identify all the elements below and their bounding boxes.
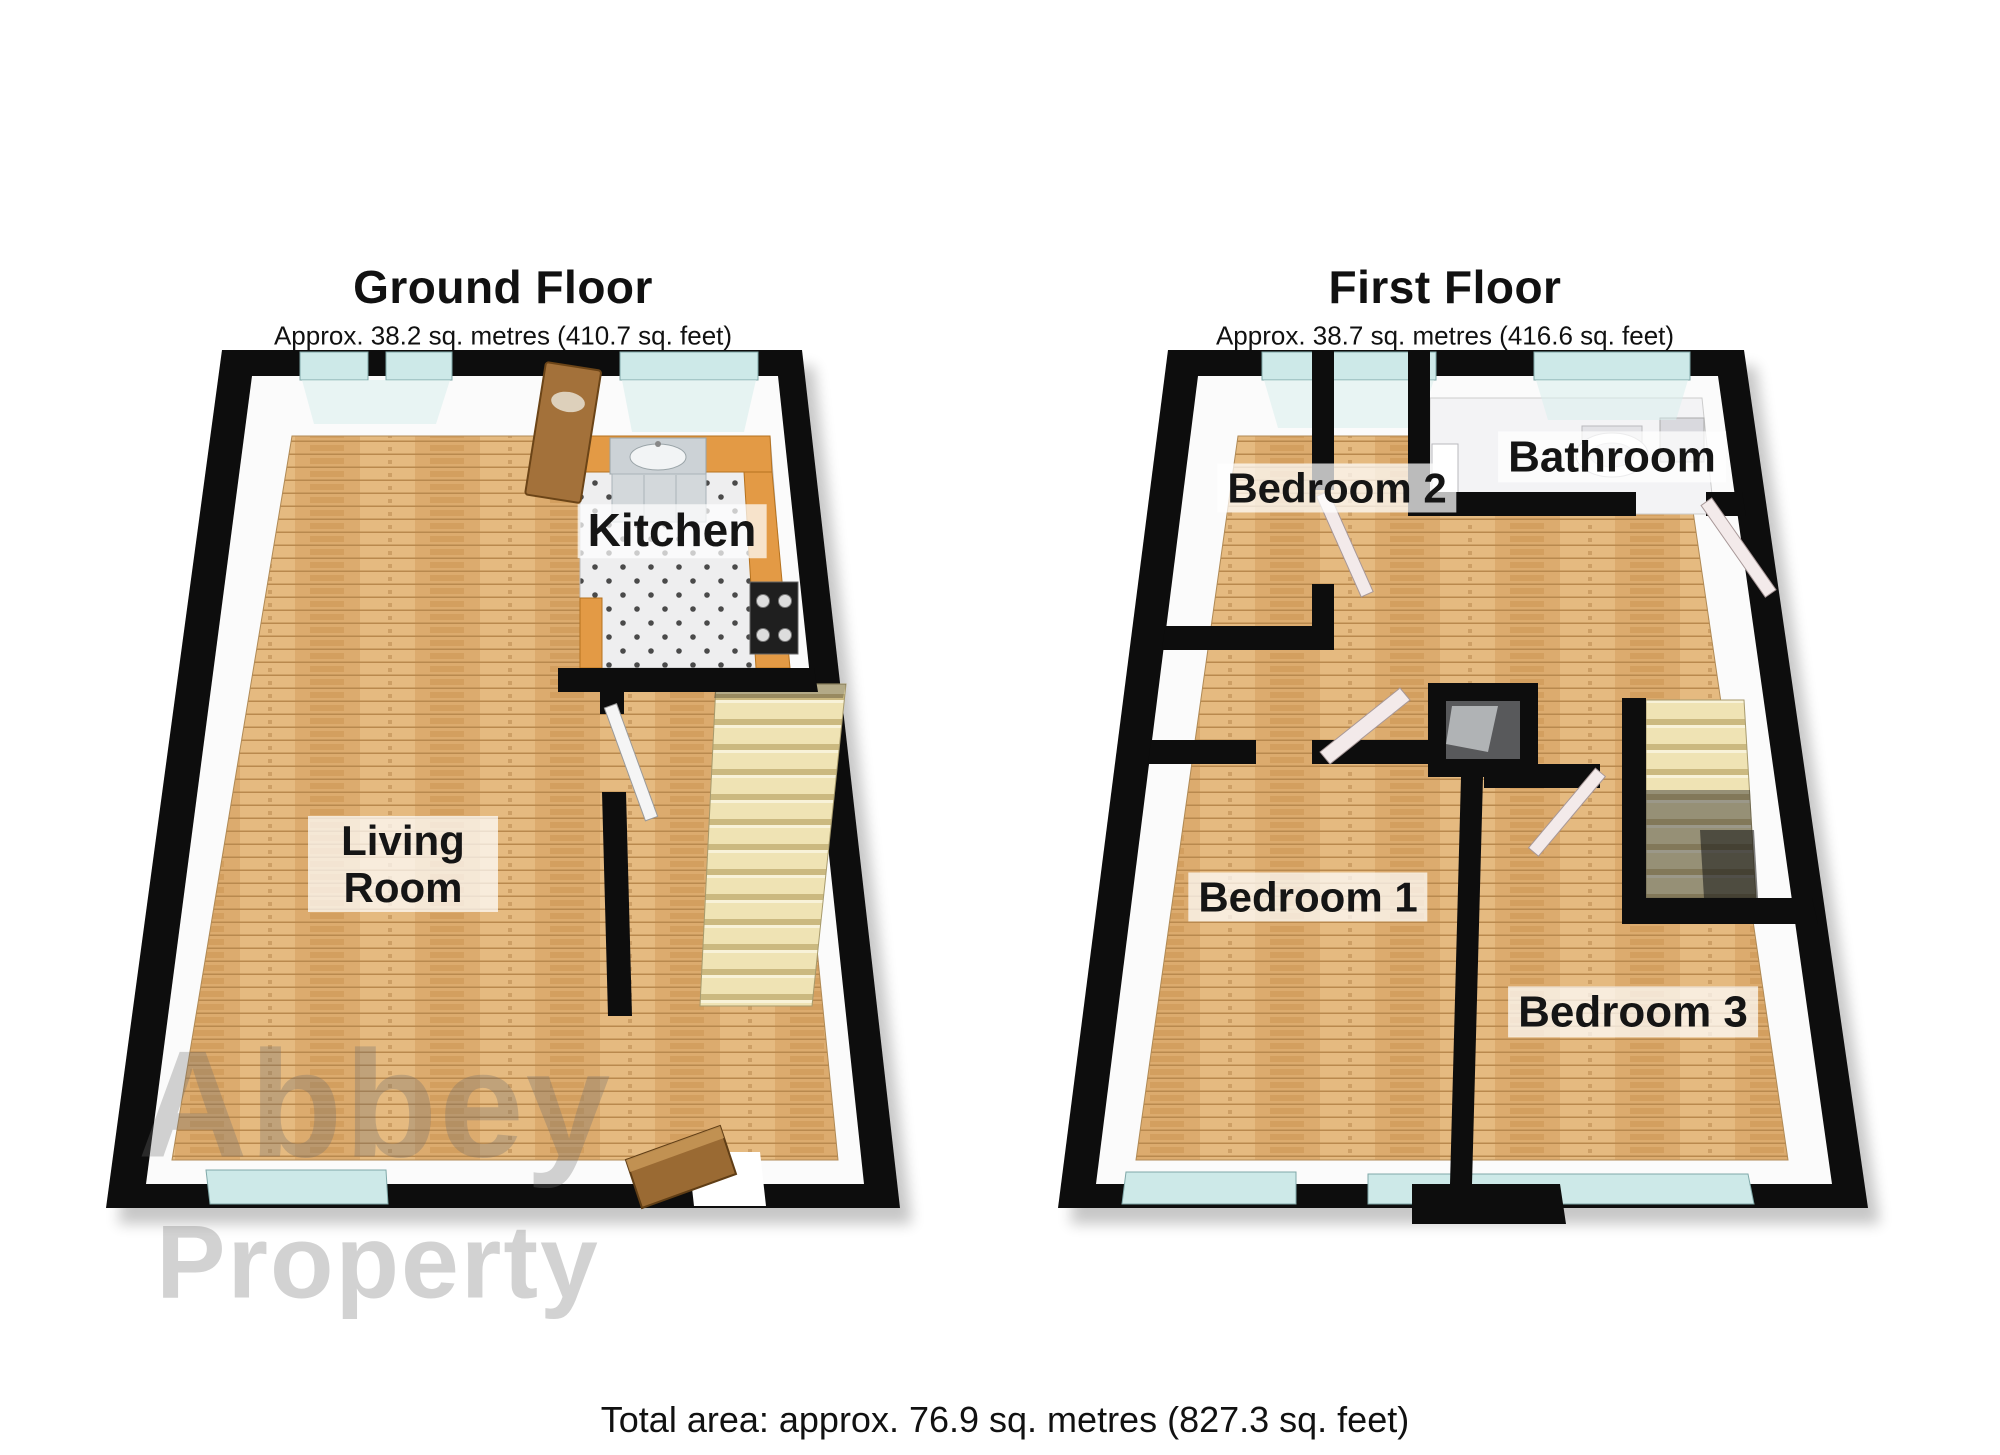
window-glass-reflection [302, 380, 450, 424]
bedroom1-north-wall [1148, 740, 1256, 764]
bathroom-door-icon [1700, 497, 1777, 598]
hall-living-wall [602, 792, 632, 1016]
front-door-edge [626, 1126, 724, 1172]
kitchen-counter [579, 597, 603, 669]
bedroom1-door-icon [1319, 687, 1411, 765]
window-glass-reflection [1536, 380, 1688, 420]
first-floor-subtitle: Approx. 38.7 sq. metres (416.6 sq. feet) [1215, 320, 1675, 351]
living-room-window-icon [385, 351, 453, 381]
living-room-door-icon [603, 702, 659, 822]
bedroom2-window-icon [1261, 351, 1437, 381]
window-glass-reflection [622, 380, 756, 432]
bottom-wall-pier [1412, 1184, 1566, 1224]
stairwell-south-wall [1622, 898, 1818, 924]
living-room-front-window-icon [205, 1169, 389, 1205]
kitchen-south-wall [558, 668, 818, 692]
window-glass-reflection [1264, 380, 1434, 428]
first-floor-title: First Floor [1328, 261, 1562, 313]
cupboard-door [1446, 706, 1498, 752]
room-label-bedroom-3: Bedroom 3 [1508, 986, 1758, 1038]
bedroom3-door-icon [1527, 767, 1607, 857]
stove-burner [778, 628, 792, 642]
stove-icon [749, 581, 799, 655]
stove-burner [756, 628, 770, 642]
first-floor-plan [1058, 350, 1880, 1224]
stove-burner [778, 594, 792, 608]
bedroom1-bedroom3-wall [1450, 740, 1484, 1184]
living-room-window-icon [299, 351, 369, 381]
cabinet-divider [643, 474, 645, 522]
room-label-kitchen: Kitchen [577, 504, 767, 558]
watermark-property: Property [156, 1204, 600, 1321]
ground-floor-subtitle: Approx. 38.2 sq. metres (410.7 sq. feet) [273, 320, 733, 351]
kitchen-sink-icon [629, 443, 687, 471]
bathroom-window-icon [1533, 351, 1691, 381]
bedroom1-window-icon [1121, 1171, 1297, 1205]
bedroom2-east-wall [1312, 350, 1334, 490]
cabinet-divider [675, 474, 677, 522]
room-label-bedroom-2: Bedroom 2 [1217, 463, 1457, 513]
faucet-icon [655, 441, 661, 447]
watermark-abbey: Abbey [137, 1019, 613, 1190]
room-label-bedroom-1: Bedroom 1 [1188, 872, 1428, 922]
kitchen-window-icon [619, 351, 759, 381]
stove-burner [756, 594, 770, 608]
ground-floor-title: Ground Floor [353, 261, 653, 313]
back-door-icon [524, 361, 602, 504]
total-area-text: Total area: approx. 76.9 sq. metres (827… [600, 1399, 1410, 1440]
bedroom2-south-wall [1162, 626, 1334, 650]
bathroom-south-wall [1408, 492, 1636, 516]
stairwell-west-wall [1622, 698, 1646, 922]
room-label-bathroom: Bathroom [1498, 431, 1726, 483]
ground-floor-plan [106, 350, 912, 1224]
stairwell-void [1700, 830, 1758, 898]
room-label-living-room: Living Room [308, 815, 498, 913]
